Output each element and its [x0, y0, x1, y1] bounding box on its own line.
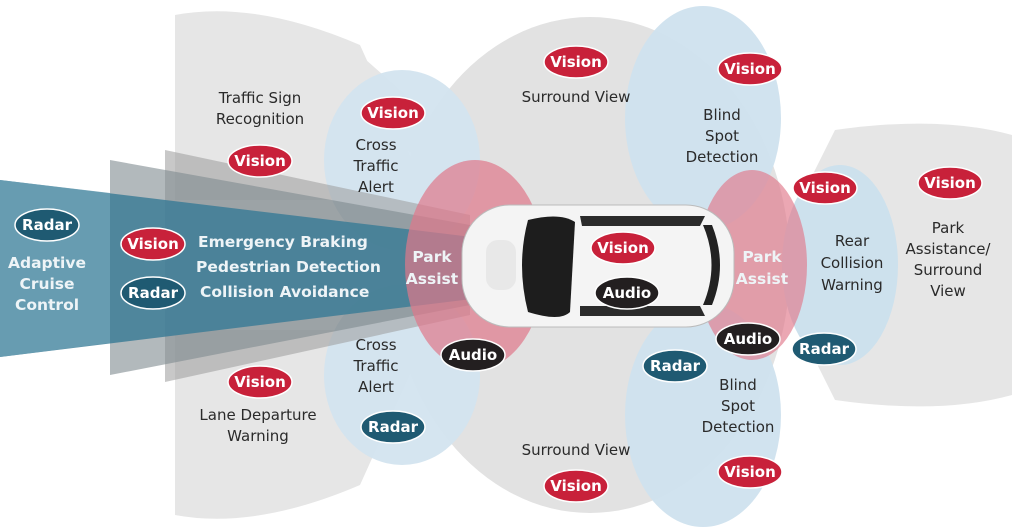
- radar-badge: Radar: [642, 349, 708, 383]
- radar-badge-label: Radar: [799, 340, 850, 358]
- radar-badge-shape: [791, 332, 857, 366]
- vision-badge-label: Vision: [234, 373, 286, 391]
- vision-badge-shape: [543, 45, 609, 79]
- vision-badge: Vision: [792, 171, 858, 205]
- vision-badge: Vision: [360, 96, 426, 130]
- vision-badge-shape: [360, 96, 426, 130]
- vision-badge: Vision: [917, 166, 983, 200]
- audio-badge: Audio: [715, 322, 781, 356]
- radar-badge-label: Radar: [368, 418, 419, 436]
- vision-badge-shape: [590, 231, 656, 265]
- vision-badge-label: Vision: [234, 152, 286, 170]
- surround-view-top-label: Surround View: [522, 88, 631, 106]
- vision-badge: Vision: [120, 227, 186, 261]
- audio-badge-label: Audio: [449, 346, 497, 364]
- surround-view-bottom-label: Surround View: [522, 441, 631, 459]
- radar-badge: Radar: [791, 332, 857, 366]
- car: [461, 204, 735, 328]
- beam-blue: [0, 180, 480, 357]
- vision-badge-label: Vision: [799, 179, 851, 197]
- radar-badge-shape: [14, 208, 80, 242]
- audio-badge-shape: [440, 338, 506, 372]
- vision-badge-shape: [227, 365, 293, 399]
- audio-badge-label: Audio: [603, 284, 651, 302]
- radar-badge-label: Radar: [128, 284, 179, 302]
- vision-badge-shape: [717, 455, 783, 489]
- vision-badge-label: Vision: [127, 235, 179, 253]
- vision-badge-label: Vision: [724, 463, 776, 481]
- radar-badge-shape: [642, 349, 708, 383]
- vision-badge: Vision: [717, 52, 783, 86]
- vision-badge-label: Vision: [597, 239, 649, 257]
- vision-badge-label: Vision: [924, 174, 976, 192]
- radar-badge: Radar: [360, 410, 426, 444]
- vision-badge-label: Vision: [550, 53, 602, 71]
- radar-badge-shape: [360, 410, 426, 444]
- vision-badge: Vision: [717, 455, 783, 489]
- vision-badge: Vision: [227, 144, 293, 178]
- park-assist-rear-zone: [697, 170, 807, 360]
- audio-badge-shape: [715, 322, 781, 356]
- audio-badge: Audio: [440, 338, 506, 372]
- radar-badge-shape: [120, 276, 186, 310]
- radar-badge-label: Radar: [650, 357, 701, 375]
- vision-badge-label: Vision: [550, 477, 602, 495]
- radar-badge: Radar: [14, 208, 80, 242]
- audio-badge-shape: [594, 276, 660, 310]
- vision-badge-shape: [917, 166, 983, 200]
- rear-collision-zone: [782, 165, 898, 365]
- radar-badge: Radar: [120, 276, 186, 310]
- vision-badge: Vision: [590, 231, 656, 265]
- audio-badge: Audio: [594, 276, 660, 310]
- vision-badge: Vision: [543, 45, 609, 79]
- vision-badge: Vision: [543, 469, 609, 503]
- radar-badge-label: Radar: [22, 216, 73, 234]
- vision-badge-shape: [227, 144, 293, 178]
- vision-badge-shape: [120, 227, 186, 261]
- vision-badge-label: Vision: [367, 104, 419, 122]
- vision-badge: Vision: [227, 365, 293, 399]
- audio-badge-label: Audio: [724, 330, 772, 348]
- vision-badge-shape: [717, 52, 783, 86]
- vision-badge-label: Vision: [724, 60, 776, 78]
- vision-badge-shape: [792, 171, 858, 205]
- vision-badge-shape: [543, 469, 609, 503]
